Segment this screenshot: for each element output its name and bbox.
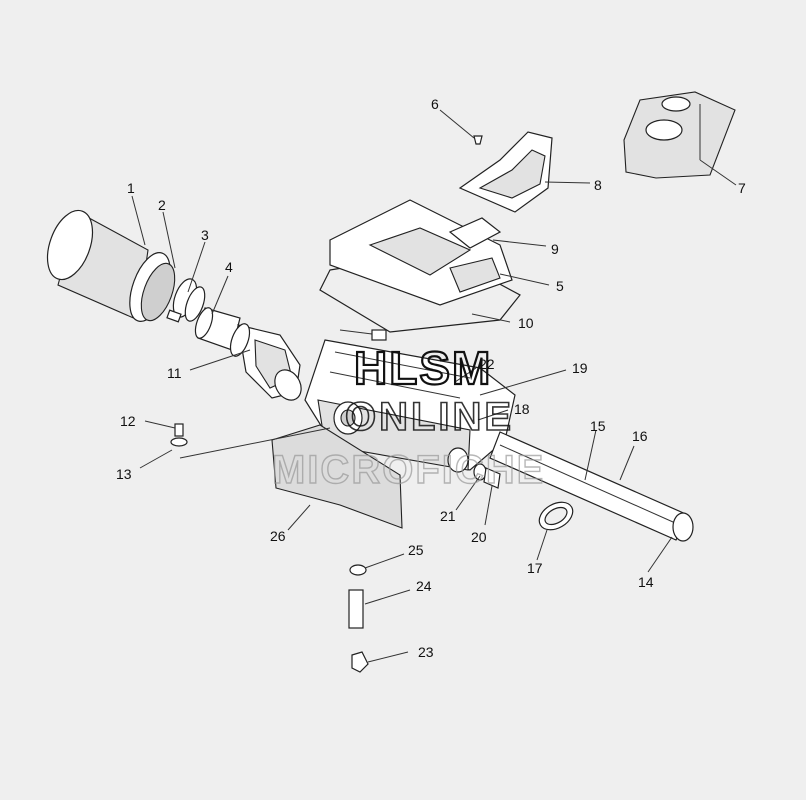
callout-20: 20 — [471, 529, 487, 545]
bolt-and-washer — [170, 423, 188, 447]
callout-10: 10 — [518, 315, 534, 331]
watermark-line-1: HLSM — [354, 342, 492, 394]
callout-22: 22 — [479, 356, 495, 372]
airbox-housing — [304, 329, 516, 473]
callout-24: 24 — [416, 578, 432, 594]
drain-fitting — [473, 463, 501, 489]
callout-13: 13 — [116, 466, 132, 482]
callout-17: 17 — [527, 560, 543, 576]
callout-6: 6 — [431, 96, 439, 112]
airbox-lid — [329, 199, 513, 306]
callout-1: 1 — [127, 180, 135, 196]
callout-labels: 1 2 3 4 6 7 8 9 5 10 11 22 19 18 12 13 1… — [116, 96, 746, 660]
screw — [473, 135, 483, 145]
callout-8: 8 — [594, 177, 602, 193]
foam-block — [623, 91, 736, 179]
callout-15: 15 — [590, 418, 606, 434]
callout-5: 5 — [556, 278, 564, 294]
callout-2: 2 — [158, 197, 166, 213]
hose-clamp — [538, 501, 574, 531]
watermark-line-3: MICROFICHE — [272, 448, 545, 492]
drain-tube — [489, 431, 694, 542]
heat-shield — [271, 424, 403, 529]
callout-12: 12 — [120, 413, 136, 429]
intake-snorkel — [458, 131, 553, 213]
callout-4: 4 — [225, 259, 233, 275]
callout-7: 7 — [738, 180, 746, 196]
coupler-tube — [194, 307, 241, 351]
callout-19: 19 — [572, 360, 588, 376]
callout-14: 14 — [638, 574, 654, 590]
callout-11: 11 — [167, 365, 182, 381]
watermark-line-2: ONLINE — [345, 395, 514, 439]
intake-elbow — [229, 323, 302, 401]
drain-hose-assembly — [348, 564, 369, 673]
callout-23: 23 — [418, 644, 434, 660]
filter-clamp — [166, 278, 206, 323]
callout-18: 18 — [514, 401, 530, 417]
callout-9: 9 — [551, 241, 559, 257]
air-filter-element — [46, 209, 176, 322]
callout-25: 25 — [408, 542, 424, 558]
callout-21: 21 — [440, 508, 456, 524]
leader-lines — [131, 109, 737, 663]
lid-plate — [448, 217, 502, 249]
callout-26: 26 — [270, 528, 286, 544]
callout-3: 3 — [201, 227, 209, 243]
callout-16: 16 — [632, 428, 648, 444]
watermark: HLSM ONLINE MICROFICHE — [271, 341, 545, 493]
